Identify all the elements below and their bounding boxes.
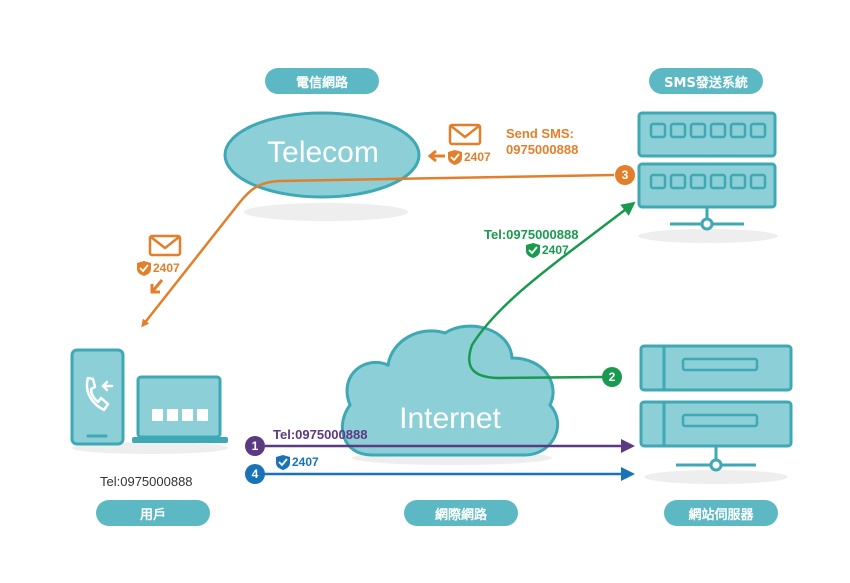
sms-path [141, 173, 615, 328]
step-2-badge: 2 [602, 367, 622, 387]
shield-check-icon [526, 243, 540, 258]
shield-check-icon [448, 150, 462, 165]
step-4-badge: 4 [245, 464, 265, 484]
shield-check-icon [276, 455, 290, 470]
send-sms-title: Send SMS: [506, 126, 574, 141]
envelope-icon [448, 123, 482, 146]
green-tel-label: Tel:0975000888 [484, 227, 579, 242]
web-server-pill: 網站伺服器 [664, 500, 778, 526]
shield-check-icon [137, 261, 151, 276]
web-server-shadow [644, 470, 788, 484]
code-near-user: 2407 [153, 261, 180, 275]
telecom-cloud-icon [223, 111, 421, 199]
code-near-telecom: 2407 [464, 150, 491, 164]
sms-system-pill: SMS發送系統 [649, 68, 763, 94]
request-sms-path [468, 201, 636, 380]
sms-server-icon [637, 111, 777, 231]
web-server-icon [639, 344, 793, 472]
arrow-left-icon [427, 149, 445, 163]
envelope-icon [148, 234, 182, 257]
cloud-icon [340, 324, 560, 457]
blue-code-label: 2407 [292, 455, 319, 469]
laptop-icon [132, 375, 228, 443]
step-3-badge: 3 [615, 165, 635, 185]
send-sms-number: 0975000888 [506, 142, 579, 157]
telecom-shadow [244, 203, 408, 221]
sms-server-shadow [638, 229, 778, 243]
user-pill: 用戶 [96, 500, 210, 526]
green-code-label: 2407 [542, 243, 569, 257]
internet-network-pill: 網際網路 [404, 500, 518, 526]
telecom-network-pill: 電信網路 [265, 68, 379, 94]
purple-tel-label: Tel:0975000888 [273, 427, 368, 442]
internet-label: Internet [399, 402, 501, 435]
step-1-badge: 1 [245, 436, 265, 456]
telecom-label: Telecom [267, 136, 379, 169]
user-tel-label: Tel:0975000888 [100, 474, 193, 489]
phone-icon [70, 348, 125, 446]
arrow-down-left-icon [150, 279, 164, 294]
